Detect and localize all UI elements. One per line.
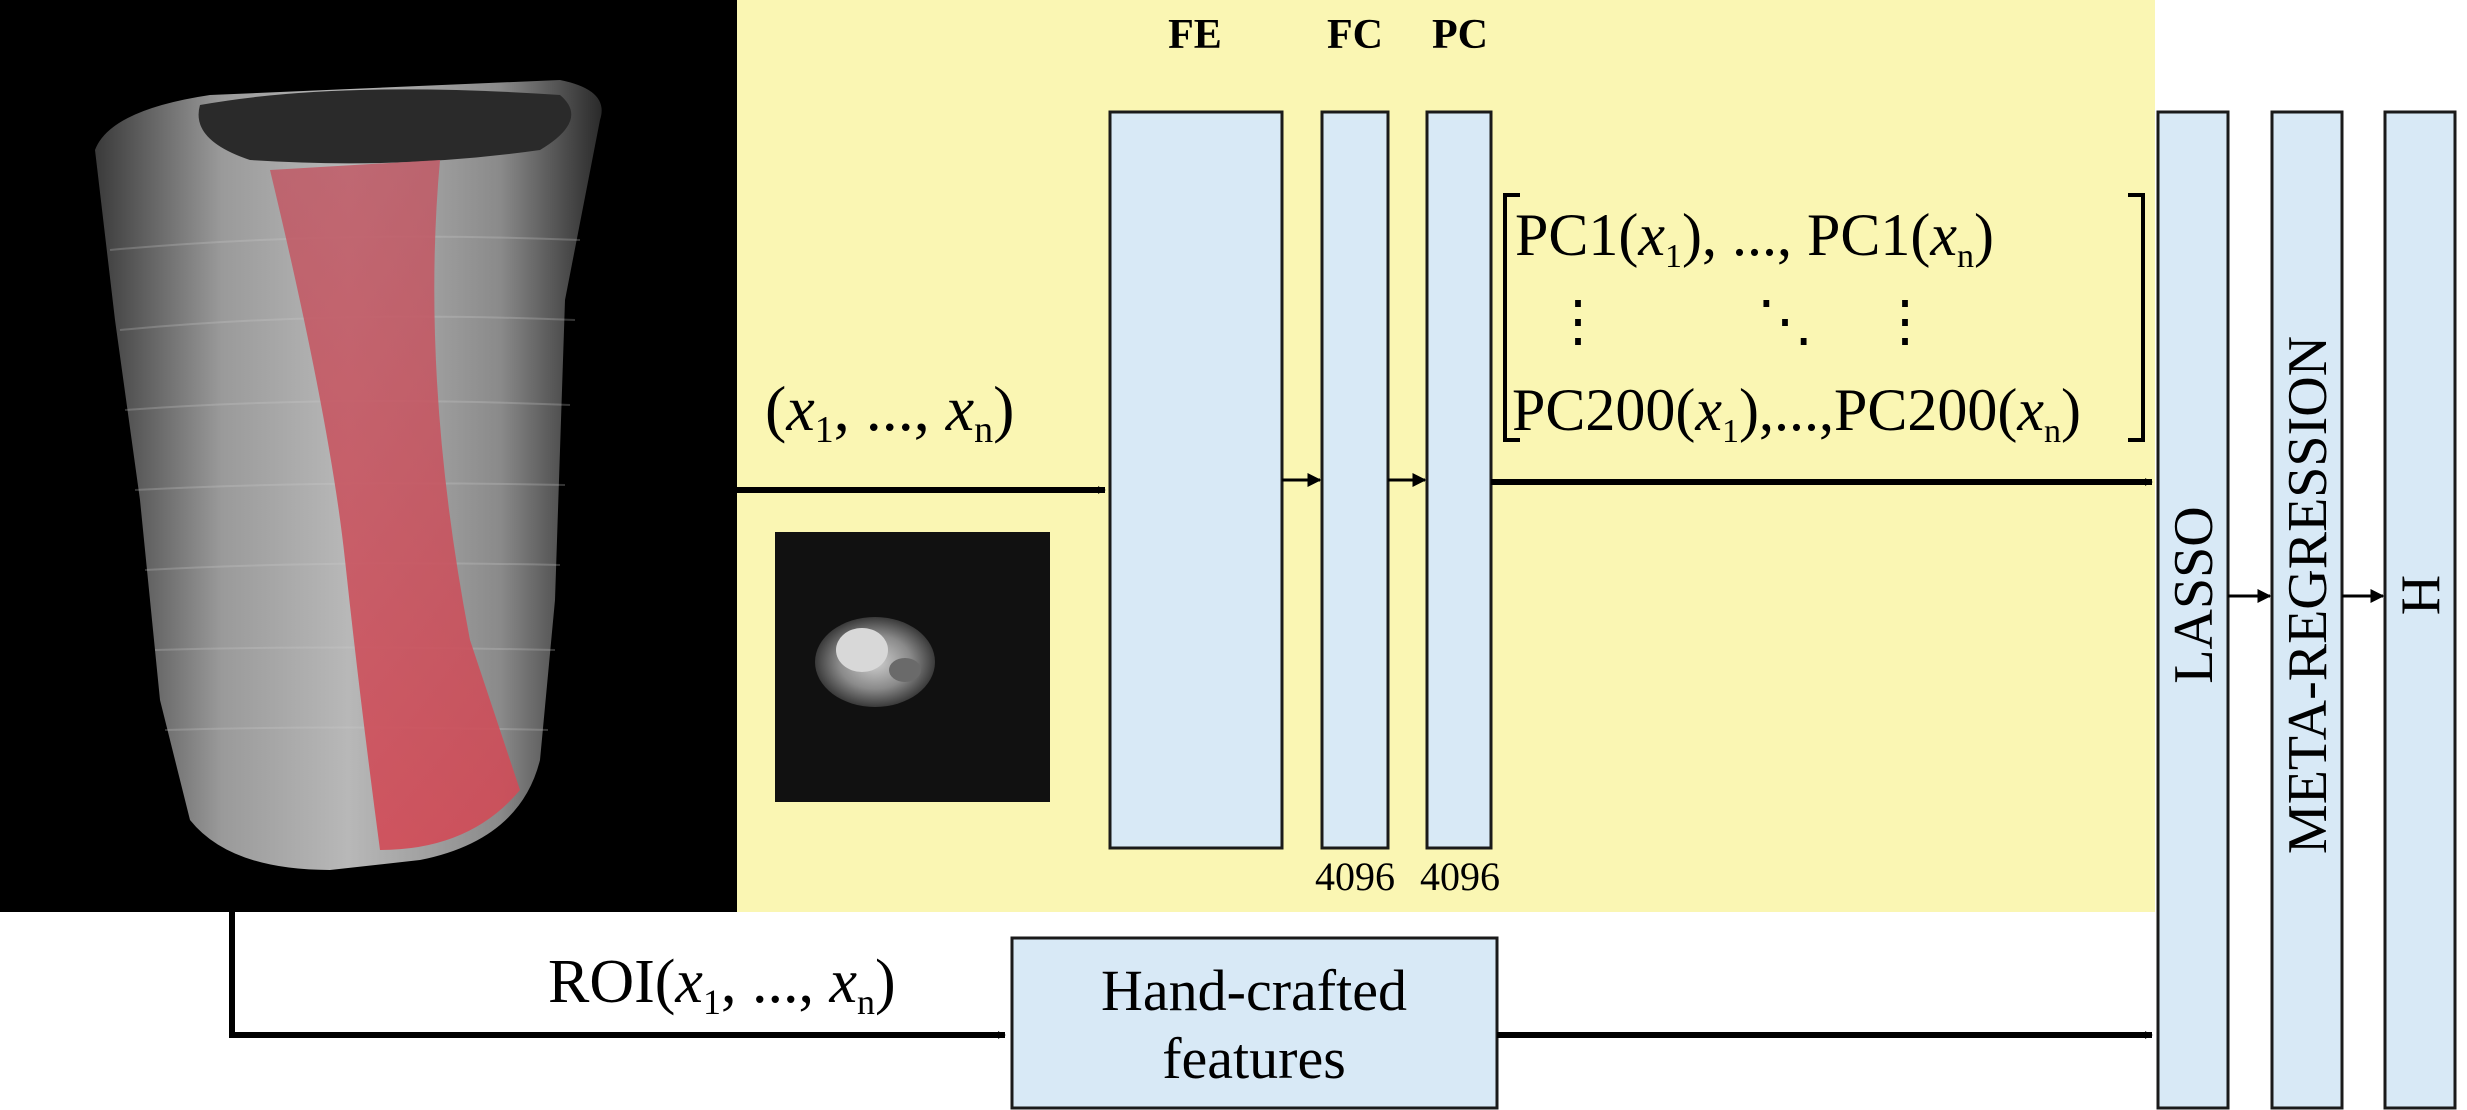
- pc-label: PC: [1432, 12, 1488, 58]
- matrix-dots-right: ⋮: [1877, 291, 1933, 353]
- handcrafted-features-box: [1010, 936, 1499, 1110]
- pc-size-label: 4096: [1420, 854, 1500, 899]
- input-label: (x1, ..., xn): [765, 373, 1014, 451]
- h-label: H: [2390, 575, 2452, 615]
- fc-size-label: 4096: [1315, 854, 1395, 899]
- pc-matrix: [1503, 193, 2145, 442]
- matrix-dots-middle: ⋱: [1757, 291, 1813, 353]
- matrix-dots-left: ⋮: [1550, 291, 1606, 353]
- lasso-box: [2156, 110, 2230, 1110]
- handcrafted-line-1: Hand-crafted: [1101, 958, 1407, 1023]
- pc-layer-box: [1425, 110, 1493, 850]
- fe-label: FE: [1168, 12, 1222, 58]
- roi-label: ROI(x1, ..., xn): [548, 948, 896, 1022]
- volume-render-image: [0, 0, 737, 912]
- mri-slice-image: [775, 532, 1050, 802]
- meta-regression-label: META-REGRESSION: [2277, 336, 2339, 854]
- fe-layer-box: [1108, 110, 1284, 850]
- lasso-label: LASSO: [2163, 506, 2225, 683]
- handcrafted-line-2: features: [1162, 1026, 1346, 1091]
- fc-label: FC: [1327, 12, 1383, 58]
- matrix-row-1: PC1(x1), ..., PC1(xn): [1515, 202, 1994, 275]
- matrix-row-3: PC200(x1),...,PC200(xn): [1512, 377, 2081, 450]
- h-box: [2383, 110, 2457, 1110]
- fc-layer-box: [1320, 110, 1390, 850]
- meta-regression-box: [2270, 110, 2344, 1110]
